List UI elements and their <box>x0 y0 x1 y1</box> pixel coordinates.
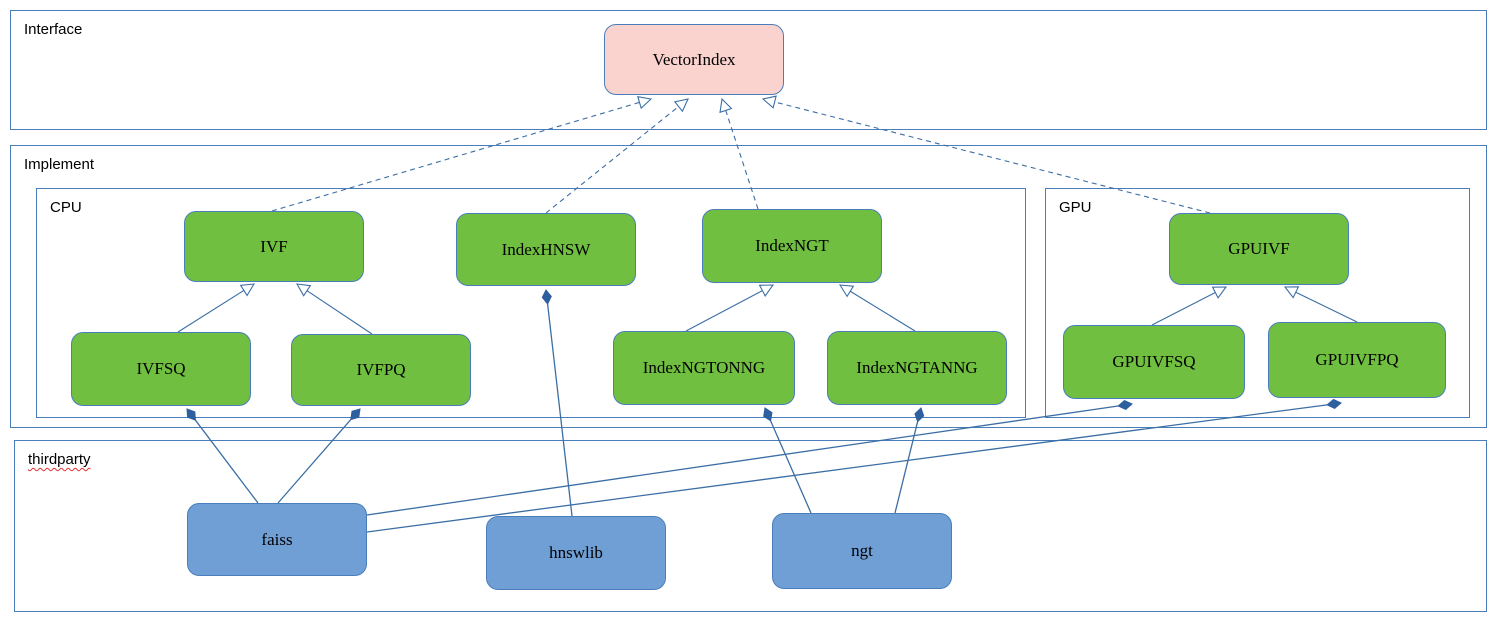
class-node-indexhnsw[interactable]: IndexHNSW <box>456 213 636 286</box>
class-node-indexngt[interactable]: IndexNGT <box>702 209 882 283</box>
class-node-label: IVFSQ <box>136 359 186 378</box>
class-node-label: hnswlib <box>549 543 603 562</box>
class-node-ivfsq[interactable]: IVFSQ <box>71 332 251 406</box>
group-label-gpu: GPU <box>1059 199 1092 216</box>
class-node-ngt[interactable]: ngt <box>772 513 952 589</box>
group-label-thirdparty: thirdparty <box>28 451 91 468</box>
class-node-vectorindex[interactable]: VectorIndex <box>604 24 784 95</box>
class-node-label: IndexNGT <box>755 236 829 255</box>
class-node-label: IVFPQ <box>356 360 406 379</box>
class-node-label: IndexHNSW <box>501 239 591 259</box>
class-node-label: faiss <box>261 529 293 549</box>
class-node-hnswlib[interactable]: hnswlib <box>486 516 666 590</box>
class-node-label: GPUIVFSQ <box>1112 352 1196 371</box>
class-node-label: GPUIVFPQ <box>1315 350 1399 369</box>
class-node-ivfpq[interactable]: IVFPQ <box>291 334 471 406</box>
class-node-faiss[interactable]: faiss <box>187 503 367 576</box>
class-node-label: VectorIndex <box>652 49 736 69</box>
class-node-ivf[interactable]: IVF <box>184 211 364 282</box>
class-node-label: IndexNGTANNG <box>856 358 978 377</box>
class-node-gpuivf[interactable]: GPUIVF <box>1169 213 1349 285</box>
class-node-indexngtonng[interactable]: IndexNGTONNG <box>613 331 795 405</box>
class-node-label: IVF <box>260 236 288 256</box>
class-node-label: ngt <box>851 541 873 560</box>
group-label-cpu: CPU <box>50 199 82 216</box>
class-node-indexngtanng[interactable]: IndexNGTANNG <box>827 331 1007 405</box>
class-node-label: GPUIVF <box>1228 239 1290 258</box>
group-label-implement: Implement <box>24 156 95 173</box>
class-node-gpuivfsq[interactable]: GPUIVFSQ <box>1063 325 1245 399</box>
class-node-label: IndexNGTONNG <box>642 358 766 377</box>
class-node-gpuivfpq[interactable]: GPUIVFPQ <box>1268 322 1446 398</box>
group-label-interface: Interface <box>24 21 83 38</box>
